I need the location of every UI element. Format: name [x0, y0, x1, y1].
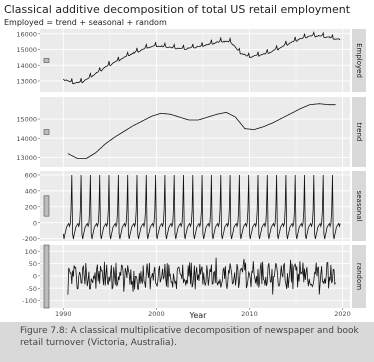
y-tick-label: 400 — [25, 187, 37, 195]
y-tick-label: 15000 — [16, 116, 37, 124]
x-tick-label: 2000 — [148, 310, 165, 318]
caption-text: A classical multiplicative decomposition… — [20, 326, 359, 348]
panel-random: -100 -50 0 50 100 random — [22, 244, 366, 309]
figure-caption: Figure 7.8: A classical multiplicative d… — [0, 322, 374, 362]
panel-seasonal: -200 0 200 400 600 seasonal — [22, 171, 366, 243]
strip-background — [352, 29, 366, 92]
y-tick-label: 50 — [29, 260, 37, 268]
series-line-employed — [63, 30, 341, 85]
strip-label-random: random — [355, 263, 363, 290]
x-tick-label: 2020 — [334, 310, 351, 318]
x-axis-label: Year — [189, 311, 208, 320]
x-tick-label: 2010 — [241, 310, 258, 318]
y-tick-label: 16000 — [16, 30, 37, 38]
x-tick-label: 1990 — [55, 310, 72, 318]
chart-title: Classical additive decomposition of tota… — [4, 3, 351, 16]
y-tick-label: 14000 — [16, 135, 37, 143]
series-line-random — [67, 257, 336, 295]
y-tick-label: 100 — [25, 248, 37, 256]
strip-label-employed: Employed — [355, 43, 363, 78]
panel-background — [40, 29, 350, 92]
y-tick-label: -50 — [26, 285, 37, 293]
x-axis: 1990 2000 2010 2020 — [55, 308, 351, 318]
scale-bar — [43, 244, 50, 309]
y-tick-label: 600 — [25, 172, 37, 180]
caption-number: Figure 7.8: — [20, 326, 68, 336]
y-tick-label: 13000 — [16, 154, 37, 162]
strip-background — [352, 97, 366, 167]
strip-label-trend: trend — [355, 123, 363, 142]
series-line-seasonal — [62, 174, 341, 240]
series-line-trend — [67, 103, 336, 159]
y-tick-label: 0 — [33, 272, 37, 280]
scale-bar — [43, 129, 50, 135]
y-tick-label: -200 — [22, 235, 37, 243]
chart-subtitle: Employed = trend + seasonal + random — [4, 18, 167, 27]
scale-bar — [43, 195, 50, 217]
y-tick-label: -100 — [22, 297, 37, 305]
y-tick-label: 14000 — [16, 62, 37, 70]
y-tick-label: 13000 — [16, 78, 37, 86]
decomposition-chart: Classical additive decomposition of tota… — [4, 3, 366, 320]
strip-background — [352, 171, 366, 241]
y-tick-label: 0 — [33, 219, 37, 227]
y-tick-label: 200 — [25, 203, 37, 211]
y-tick-label: 15000 — [16, 46, 37, 54]
scale-bar — [43, 58, 50, 63]
strip-background — [352, 245, 366, 308]
panel-trend: 13000 14000 15000 trend — [16, 97, 366, 167]
strip-label-seasonal: seasonal — [355, 191, 363, 222]
